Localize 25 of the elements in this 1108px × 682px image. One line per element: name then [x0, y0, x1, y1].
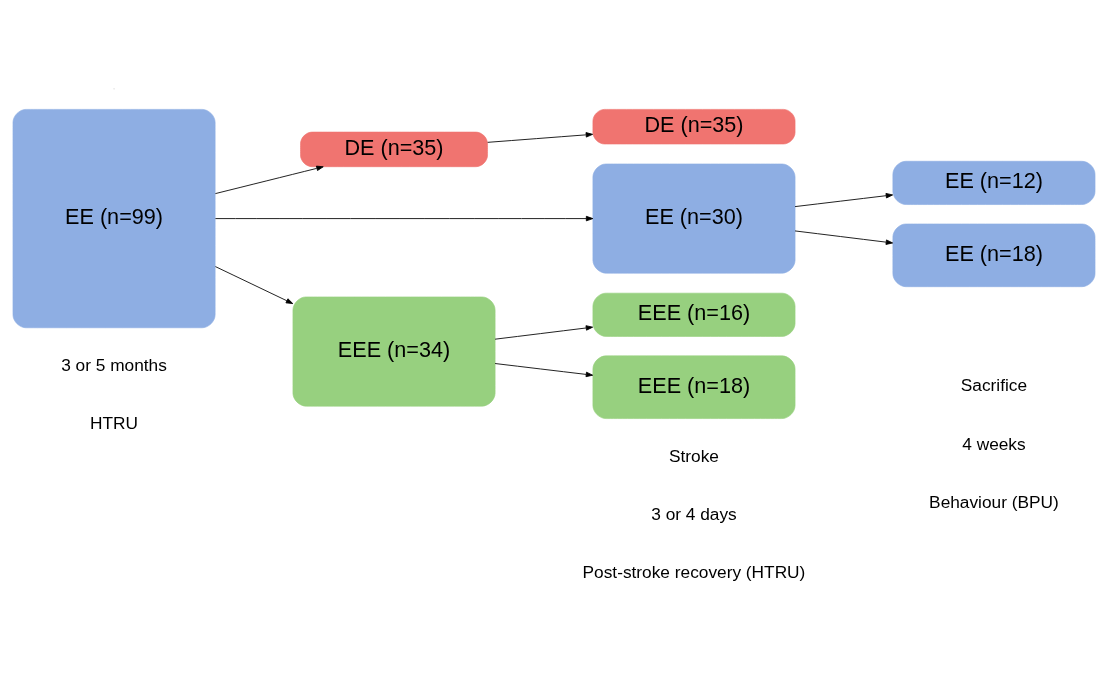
- node-box: EEE (n=34): [292, 296, 496, 407]
- node-box: EEE (n=18): [592, 355, 796, 419]
- label: Post-stroke recovery (HTRU): [582, 562, 806, 583]
- arrow: [215, 215, 594, 222]
- arrow: [215, 266, 294, 305]
- label: Stroke: [669, 445, 719, 466]
- arrow: [794, 193, 894, 208]
- arrow: [494, 363, 594, 378]
- label: 3 or 4 days: [651, 503, 737, 524]
- node-box: EEE (n=16): [592, 292, 796, 337]
- arrow: [487, 132, 594, 143]
- label: Behaviour (BPU): [929, 492, 1059, 513]
- arrow: [494, 325, 594, 340]
- label: HTRU: [90, 413, 139, 434]
- node-box: DE (n=35): [300, 131, 488, 167]
- node-box: DE (n=35): [592, 109, 796, 145]
- node-box: EE (n=12): [892, 160, 1096, 205]
- node-box: EE (n=99): [12, 109, 216, 329]
- node-box: EE (n=18): [892, 223, 1096, 287]
- label: 3 or 5 months: [61, 354, 167, 375]
- node-box: EE (n=30): [592, 163, 796, 274]
- arrow: [794, 230, 894, 245]
- label: Sacrifice: [960, 375, 1028, 396]
- label: 4 weeks: [962, 433, 1026, 454]
- arrow: [215, 165, 324, 195]
